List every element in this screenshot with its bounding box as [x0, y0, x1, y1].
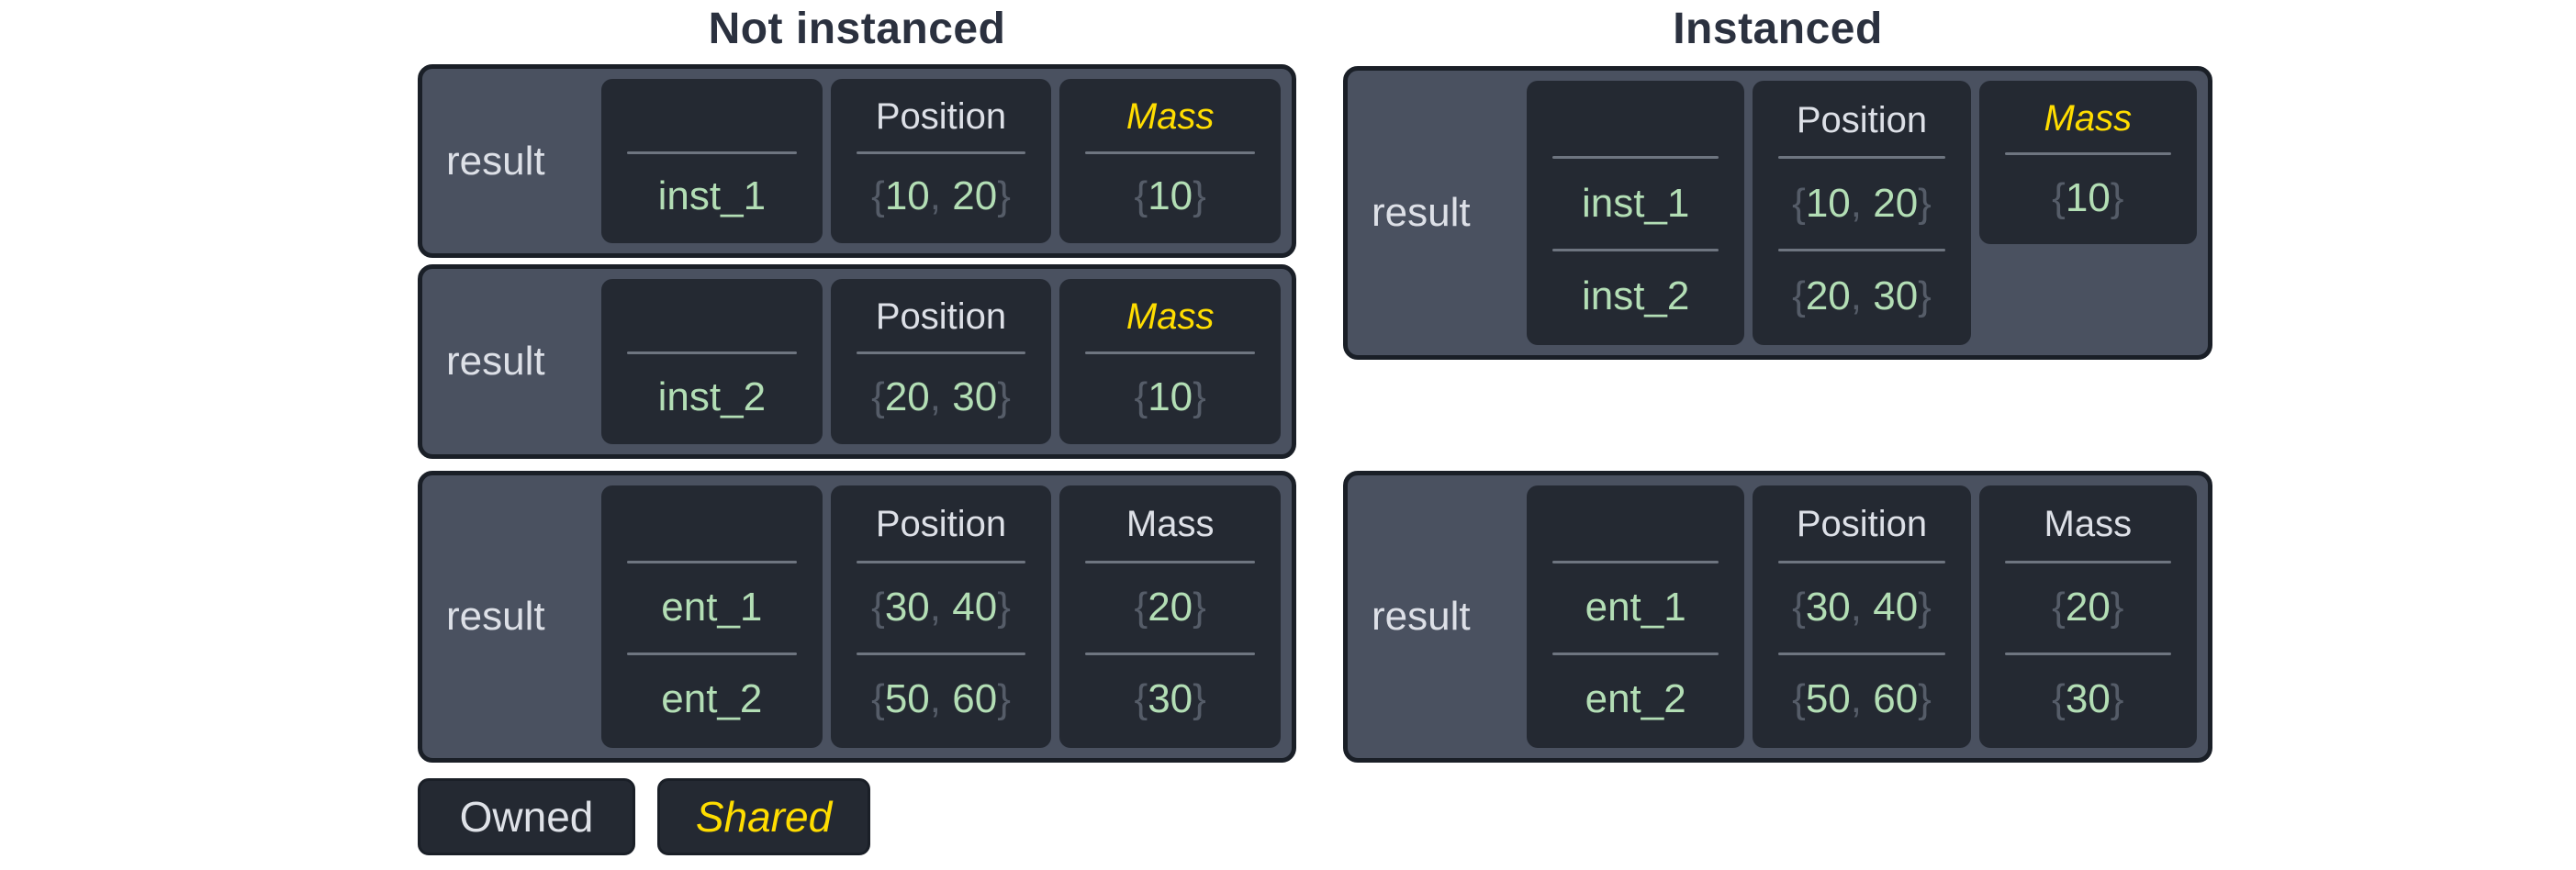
row-separator [1552, 560, 1719, 563]
entity-column: ent_1 ent_2 [1527, 485, 1745, 748]
empty-column-header [601, 283, 823, 351]
position-value: {20, 30} [871, 374, 1011, 420]
row-separator [1085, 560, 1256, 563]
empty-column-header [1527, 84, 1744, 156]
mass-header-shared: Mass [1126, 296, 1215, 338]
result-cell: result [446, 339, 545, 384]
row-separator [1552, 156, 1719, 160]
entity-column: inst_1 [601, 79, 823, 243]
row-separator [856, 560, 1026, 563]
entity-name: ent_2 [1585, 676, 1686, 722]
mass-value: {30} [2052, 676, 2124, 722]
row-separator [1778, 249, 1945, 252]
row-separator [856, 351, 1026, 355]
entity-column: inst_2 [601, 279, 823, 444]
result-cell: result [446, 138, 545, 184]
entity-name: ent_1 [661, 585, 763, 630]
columns: ent_1 ent_2 Position {30, 40} {50, 60} M… [1527, 485, 2197, 748]
entity-name: ent_2 [661, 676, 763, 722]
row-separator [2004, 560, 2171, 563]
table-not-instanced-2: result inst_2 Position {20, 30} Mass {10… [418, 264, 1296, 459]
position-header: Position [875, 95, 1007, 137]
empty-column-header [1527, 489, 1744, 561]
columns: inst_2 Position {20, 30} Mass {10} [601, 279, 1282, 444]
mass-value: {20} [1134, 585, 1206, 630]
row-separator [856, 151, 1026, 154]
entity-name: inst_1 [657, 173, 767, 219]
empty-column-header [601, 83, 823, 151]
result-cell: result [1372, 190, 1471, 235]
row-separator [856, 652, 1026, 655]
mass-header: Mass [1126, 504, 1215, 545]
mass-value: {10} [1134, 374, 1206, 420]
position-header: Position [875, 504, 1007, 545]
row-separator [1778, 560, 1945, 563]
mass-column-shared: Mass {10} [1059, 79, 1282, 243]
row-separator [627, 351, 797, 355]
mass-column-owned: Mass {20} {30} [1978, 485, 2197, 748]
row-separator [1552, 652, 1719, 655]
instanced-title: Instanced [1673, 5, 1883, 53]
empty-column-header [601, 489, 823, 561]
columns: inst_1 Position {10, 20} Mass {10} [601, 79, 1282, 243]
position-header: Position [875, 296, 1007, 338]
columns: ent_1 ent_2 Position {30, 40} {50, 60} M… [601, 485, 1282, 748]
entity-name: inst_2 [657, 374, 767, 420]
mass-header-shared: Mass [2044, 97, 2133, 139]
row-separator [1085, 652, 1256, 655]
not-instanced-title: Not instanced [708, 5, 1006, 53]
position-column: Position {10, 20} [830, 79, 1052, 243]
entity-column: ent_1 ent_2 [601, 485, 823, 748]
table-instanced-2: result ent_1 ent_2 Position {30, 40} {50… [1343, 471, 2212, 763]
position-value: {50, 60} [871, 676, 1011, 722]
row-separator [1778, 156, 1945, 160]
columns: inst_1 inst_2 Position {10, 20} {20, 30}… [1527, 81, 2197, 345]
position-value: {10, 20} [1792, 181, 1932, 227]
table-not-instanced-3: result ent_1 ent_2 Position {30, 40} {50… [418, 471, 1296, 763]
position-header: Position [1796, 504, 1928, 545]
position-value: {30, 40} [1792, 585, 1932, 630]
row-separator [627, 151, 797, 154]
legend-shared: Shared [657, 778, 870, 855]
mass-column-shared-short: Mass {10} [1978, 81, 2197, 244]
position-value: {10, 20} [871, 173, 1011, 219]
row-separator [627, 560, 797, 563]
result-cell: result [1372, 594, 1471, 639]
position-value: {20, 30} [1792, 273, 1932, 319]
position-value: {30, 40} [871, 585, 1011, 630]
mass-value: {30} [1134, 676, 1206, 722]
entity-name: inst_1 [1581, 181, 1690, 227]
entity-name: inst_2 [1581, 273, 1690, 319]
position-column: Position {20, 30} [830, 279, 1052, 444]
mass-value: {20} [2052, 585, 2124, 630]
result-cell: result [446, 594, 545, 639]
position-column: Position {10, 20} {20, 30} [1753, 81, 1971, 345]
row-separator [627, 652, 797, 655]
mass-header-shared: Mass [1126, 95, 1215, 137]
mass-header: Mass [2044, 504, 2133, 545]
mass-value: {10} [2052, 174, 2124, 220]
row-separator [2004, 152, 2171, 156]
legend-owned: Owned [418, 778, 635, 855]
row-separator [2004, 652, 2171, 655]
table-instanced-1: result inst_1 inst_2 Position {10, 20} {… [1343, 66, 2212, 360]
row-separator [1552, 249, 1719, 252]
row-separator [1085, 151, 1256, 154]
position-value: {50, 60} [1792, 676, 1932, 722]
row-separator [1085, 351, 1256, 355]
position-column: Position {30, 40} {50, 60} [830, 485, 1052, 748]
entity-name: ent_1 [1585, 585, 1686, 630]
mass-column-owned: Mass {20} {30} [1059, 485, 1282, 748]
entity-column: inst_1 inst_2 [1527, 81, 1745, 345]
position-column: Position {30, 40} {50, 60} [1753, 485, 1971, 748]
row-separator [1778, 652, 1945, 655]
table-not-instanced-1: result inst_1 Position {10, 20} Mass {10… [418, 64, 1296, 258]
position-header: Position [1796, 99, 1928, 140]
mass-column-shared: Mass {10} [1059, 279, 1282, 444]
mass-value: {10} [1134, 173, 1206, 219]
